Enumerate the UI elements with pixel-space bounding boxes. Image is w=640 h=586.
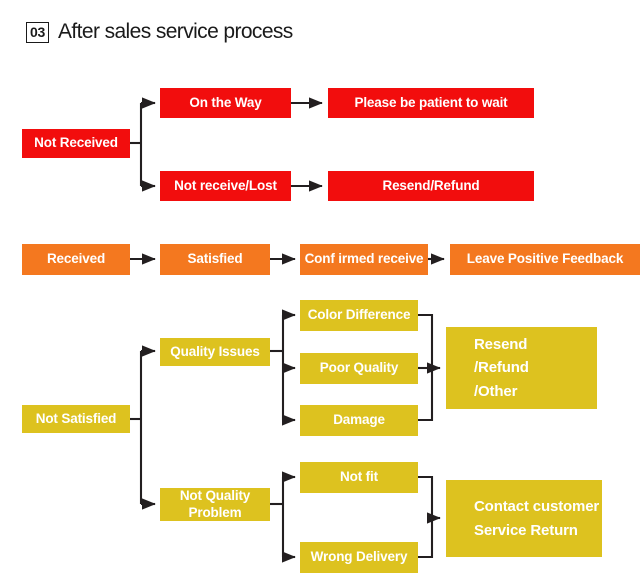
node-confirmed-receive[interactable]: Conf irmed receive	[300, 244, 428, 275]
node-not-satisfied[interactable]: Not Satisfied	[22, 405, 130, 433]
node-satisfied[interactable]: Satisfied	[160, 244, 270, 275]
node-resend-refund[interactable]: Resend/Refund	[328, 171, 534, 201]
node-not-receive-lost[interactable]: Not receive/Lost	[160, 171, 291, 201]
node-poor-quality[interactable]: Poor Quality	[300, 353, 418, 384]
node-leave-positive-feedback[interactable]: Leave Positive Feedback	[450, 244, 640, 275]
node-received[interactable]: Received	[22, 244, 130, 275]
node-resend-refund-other[interactable]: Resend /Refund /Other	[446, 327, 597, 409]
node-color-difference[interactable]: Color Difference	[300, 300, 418, 331]
wire-reasons-merge-quality	[418, 313, 434, 422]
page-header: 03 After sales service process	[26, 20, 293, 44]
page-title: After sales service process	[57, 20, 293, 43]
node-not-fit[interactable]: Not fit	[300, 462, 418, 493]
node-damage[interactable]: Damage	[300, 405, 418, 436]
node-wrong-delivery[interactable]: Wrong Delivery	[300, 542, 418, 573]
node-not-quality-problem[interactable]: Not Quality Problem	[160, 488, 270, 521]
node-not-received[interactable]: Not Received	[22, 129, 130, 158]
node-contact-customer-service-return[interactable]: Contact customer Service Return	[446, 480, 602, 557]
node-on-the-way[interactable]: On the Way	[160, 88, 291, 118]
section-number-badge: 03	[26, 21, 49, 43]
node-please-be-patient-to-wait[interactable]: Please be patient to wait	[328, 88, 534, 118]
wire-reasons-merge-not-quality	[418, 475, 434, 559]
node-quality-issues[interactable]: Quality Issues	[160, 338, 270, 366]
